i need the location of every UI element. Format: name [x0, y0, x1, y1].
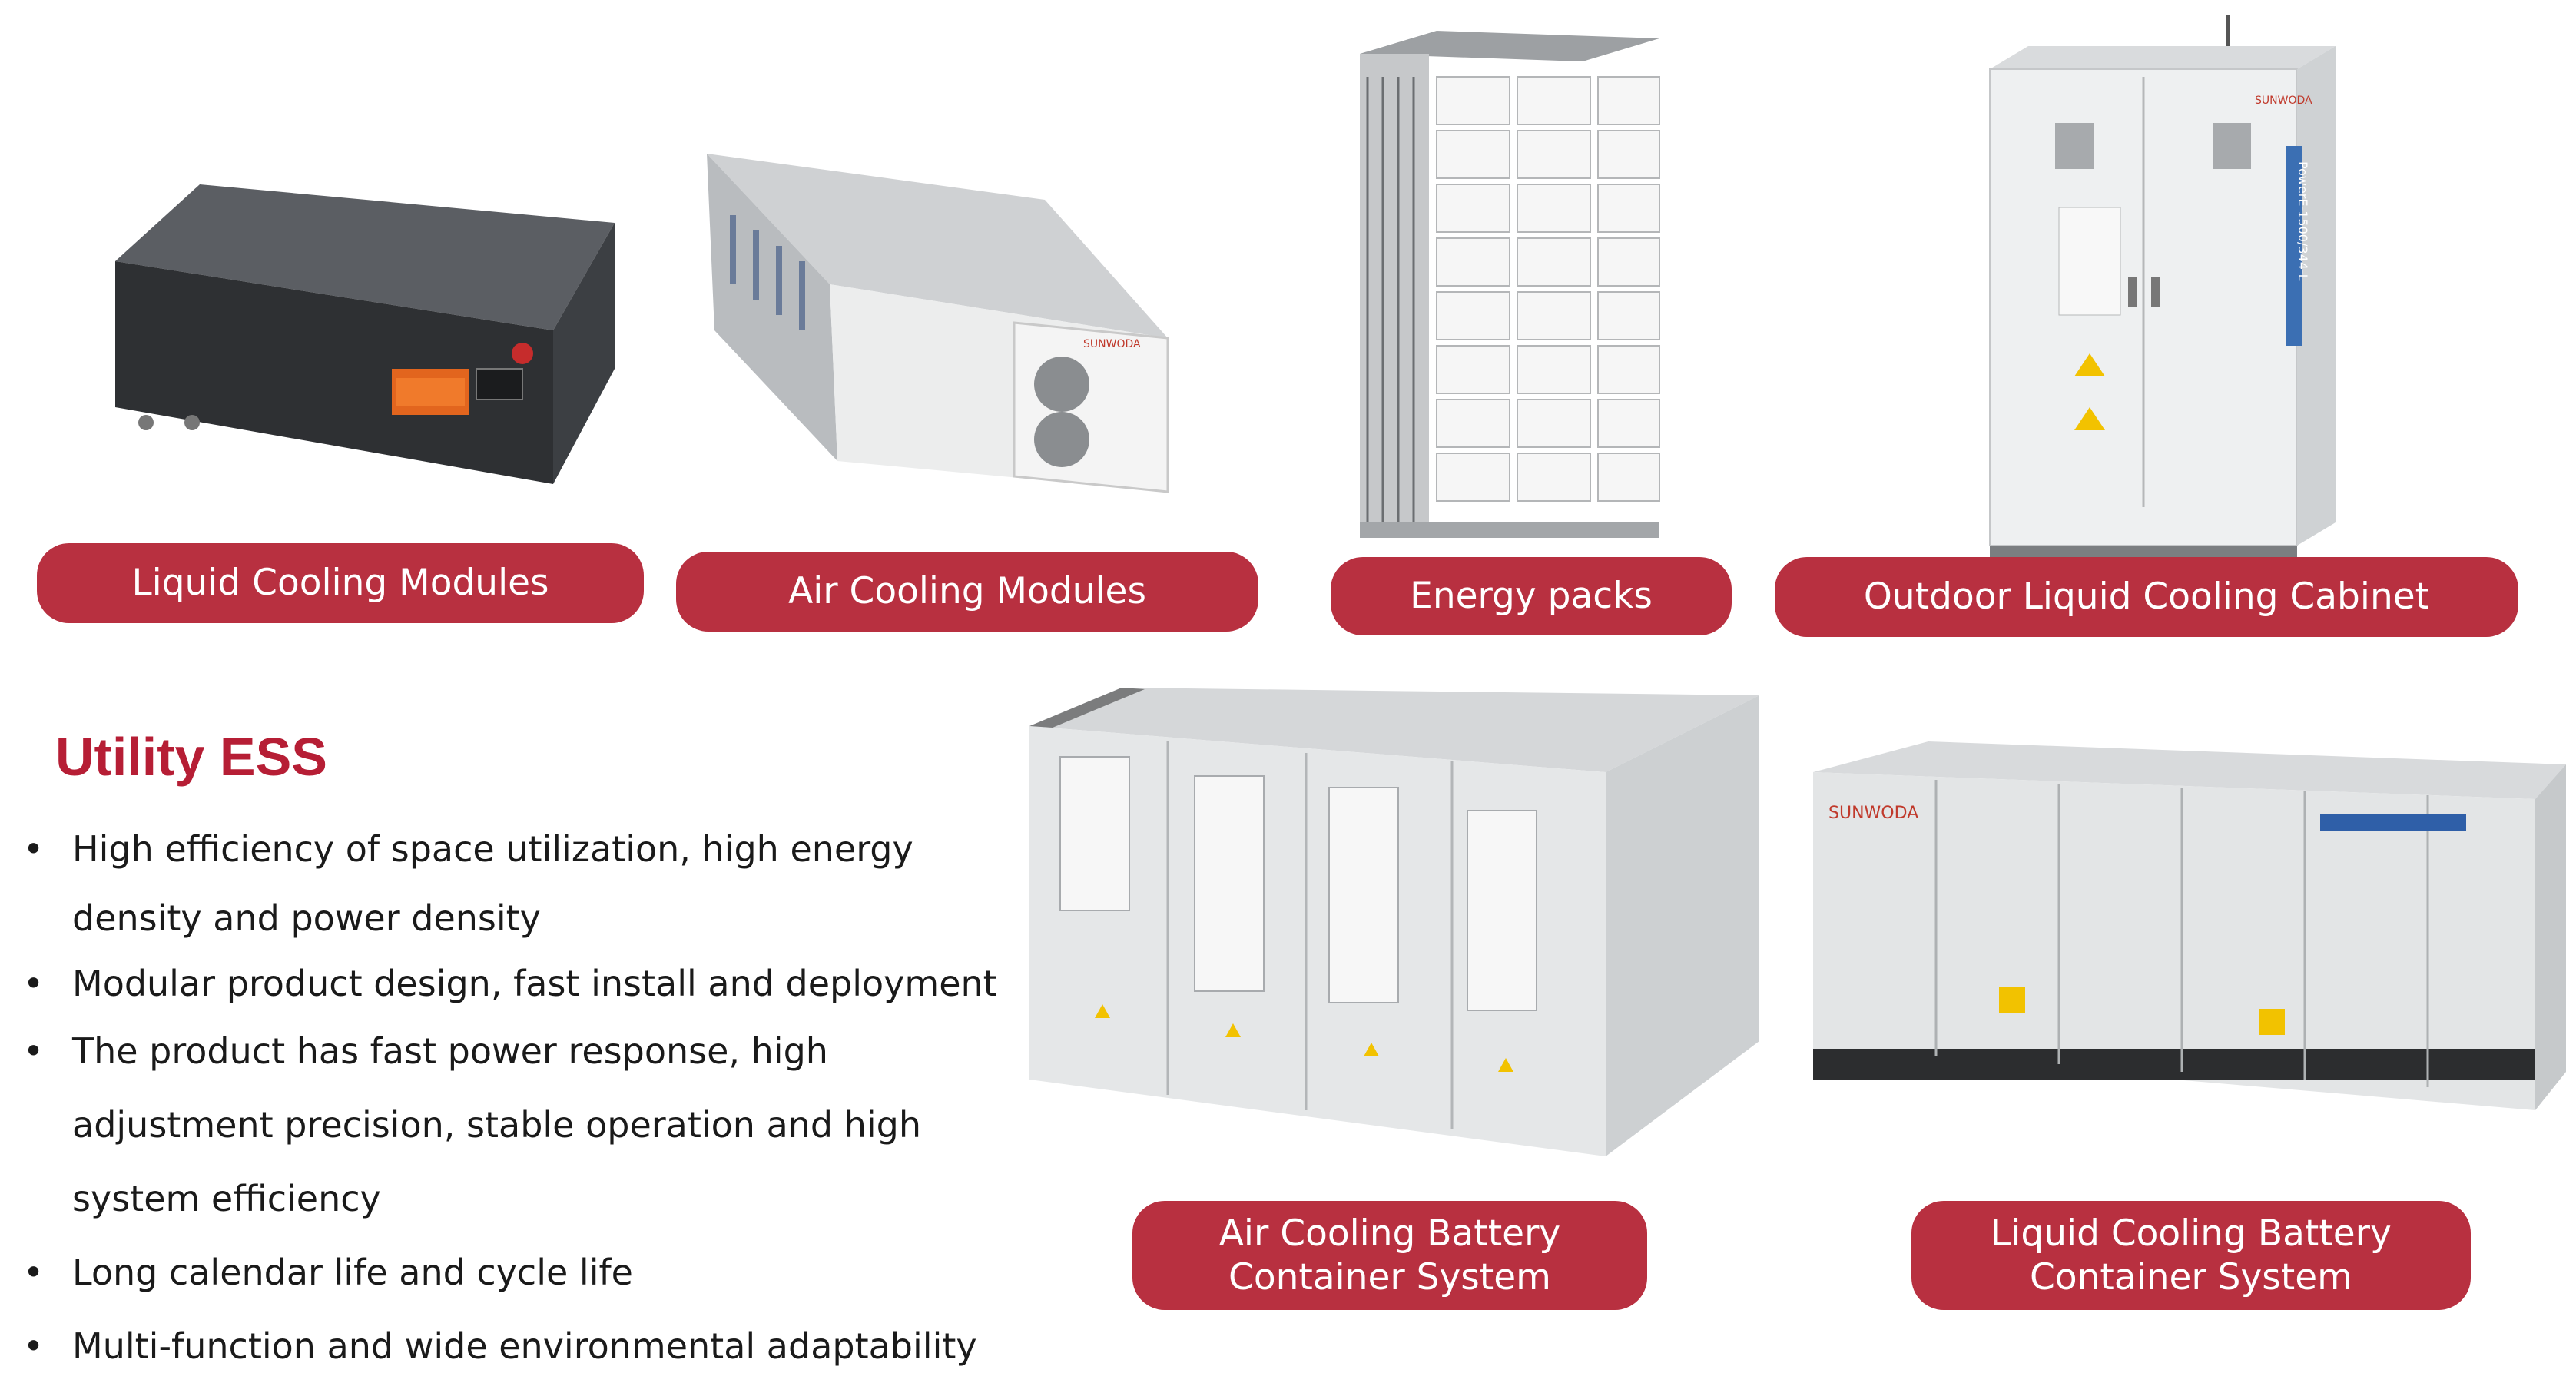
- label-air-cooling-battery-container: Air Cooling Battery Container System: [1132, 1201, 1647, 1310]
- feature-list: High efficiency of space utilization, hi…: [23, 814, 1006, 1383]
- brand-logo: SUNWODA: [1828, 804, 1918, 823]
- pill-text: Energy packs: [1410, 575, 1653, 618]
- air-container-image: [1029, 688, 1759, 1156]
- feature-item: High efficiency of space utilization, hi…: [23, 814, 1006, 953]
- cabinet-side-label: PowerE-1500/344-L: [2296, 161, 2310, 281]
- pill-text: Liquid Cooling Modules: [131, 562, 549, 605]
- pill-text-line1: Air Cooling Battery: [1218, 1212, 1561, 1255]
- pill-text-line2: Container System: [2030, 1256, 2352, 1298]
- energy-packs-image: [1360, 31, 1660, 538]
- label-air-cooling-modules: Air Cooling Modules: [676, 552, 1258, 632]
- feature-item: The product has fast power response, hig…: [23, 1014, 1006, 1235]
- feature-item: Long calendar life and cycle life: [23, 1235, 1006, 1309]
- liquid-cooling-module-image: [115, 184, 615, 484]
- label-energy-packs: Energy packs: [1331, 557, 1732, 635]
- pill-text-line1: Liquid Cooling Battery: [1991, 1212, 2392, 1255]
- label-liquid-cooling-battery-container: Liquid Cooling Battery Container System: [1911, 1201, 2471, 1310]
- brand-logo: SUNWODA: [1083, 338, 1141, 350]
- outdoor-cabinet-image: PowerE-1500/344-L SUNWODA: [1989, 15, 2336, 561]
- air-cooling-module-image: SUNWODA: [707, 154, 1169, 493]
- liquid-container-image: SUNWODA: [1813, 741, 2566, 1110]
- feature-item: Multi-function and wide environmental ad…: [23, 1309, 1006, 1383]
- pill-text: Outdoor Liquid Cooling Cabinet: [1863, 575, 2430, 619]
- section-title: Utility ESS: [55, 727, 327, 787]
- label-liquid-cooling-modules: Liquid Cooling Modules: [37, 543, 644, 623]
- feature-item: Modular product design, fast install and…: [23, 953, 1006, 1014]
- pill-text: Air Cooling Modules: [788, 570, 1146, 613]
- pill-text-line2: Container System: [1228, 1256, 1551, 1298]
- label-outdoor-liquid-cooling-cabinet: Outdoor Liquid Cooling Cabinet: [1775, 557, 2518, 637]
- brand-logo: SUNWODA: [2255, 95, 2312, 107]
